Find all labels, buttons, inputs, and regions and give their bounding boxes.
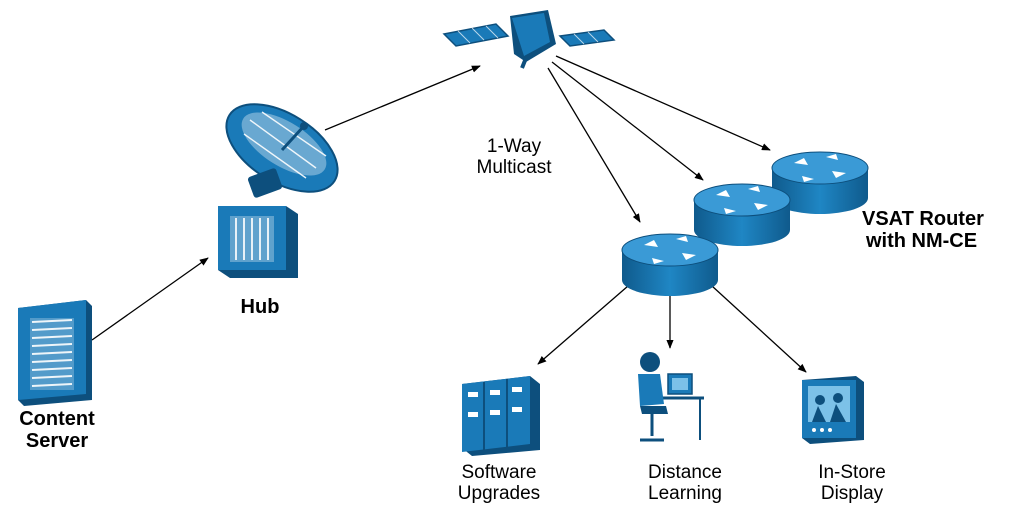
link-dish-satellite	[324, 65, 481, 131]
link-router-display	[711, 285, 807, 373]
link-satellite-router2	[551, 61, 704, 181]
server-icon	[18, 300, 92, 406]
link-router-software	[537, 285, 629, 365]
file-cabinet-icon	[462, 376, 540, 456]
video-display-icon	[802, 376, 864, 444]
satellite-icon	[442, 10, 616, 69]
in-store-display-label: In-Store Display	[818, 462, 886, 505]
connections	[91, 55, 807, 373]
vsat-router-label: VSAT Router with NM-CE	[862, 208, 984, 253]
link-satellite-router1	[547, 67, 641, 223]
link-satellite-router3	[555, 55, 771, 151]
multicast-label: 1-Way Multicast	[476, 136, 552, 179]
hub-icon	[218, 206, 298, 278]
router-icon	[693, 183, 791, 246]
link-server-hub	[91, 257, 209, 341]
student-workstation-icon	[638, 352, 704, 442]
hub-label: Hub	[240, 296, 280, 318]
software-upgrades-label: Software Upgrades	[457, 462, 541, 505]
distance-learning-label: Distance Learning	[648, 462, 722, 505]
router-icon	[621, 233, 719, 296]
content-server-label: Content Server	[19, 408, 95, 453]
router-icon	[771, 151, 869, 214]
satellite-dish-icon	[225, 103, 339, 198]
